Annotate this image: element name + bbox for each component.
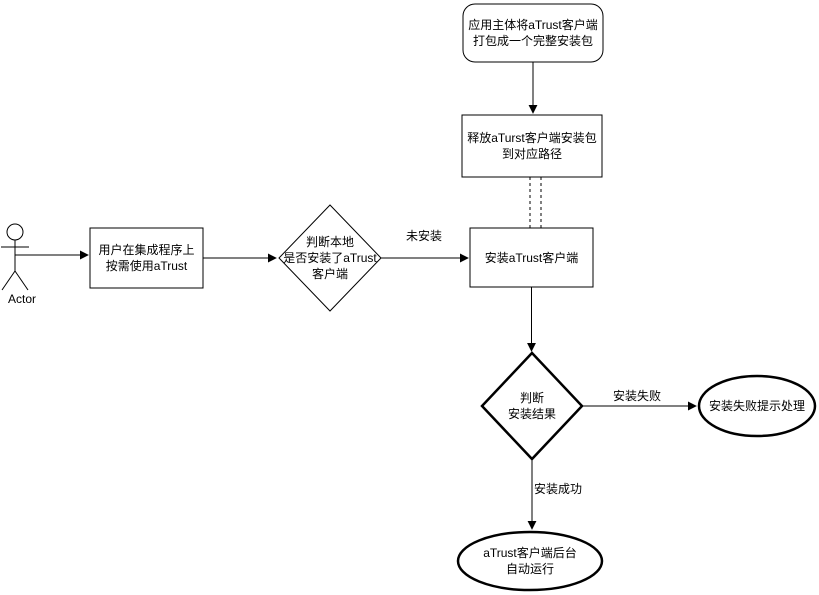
actor-icon [1,223,29,291]
node-use-box [89,227,204,289]
edge-label-install-failed: 安装失败 [612,389,661,403]
node-run-label: aTrust客户端后台 自动运行 [483,546,577,576]
node-use-label: 用户在集成程序上 按需使用aTrust [98,243,195,273]
node-install-label: 安装aTrust客户端 [484,250,579,265]
node-check-installed-diamond [278,204,382,312]
node-fail-label: 安装失败提示处理 [708,399,805,413]
node-package-label: 应用主体将aTrust客户端 打包成一个完整安装包 [468,18,598,48]
node-fail-ellipse [697,374,817,438]
node-run-ellipse [456,530,604,592]
node-install-box [469,227,594,288]
actor-label: Actor [7,292,36,306]
node-package-box [462,3,604,63]
node-release-box [461,114,603,178]
node-check-installed-label: 判断本地 是否安装了aTrust 客户端 [283,235,377,281]
node-release-label: 释放aTurst客户端安装包 到对应路径 [467,131,597,161]
edge-label-not-installed: 未安装 [405,229,442,243]
node-check-result-label: 判断 安装结果 [507,391,556,421]
edge-label-install-success: 安装成功 [534,482,583,496]
node-check-result-diamond [480,351,584,461]
